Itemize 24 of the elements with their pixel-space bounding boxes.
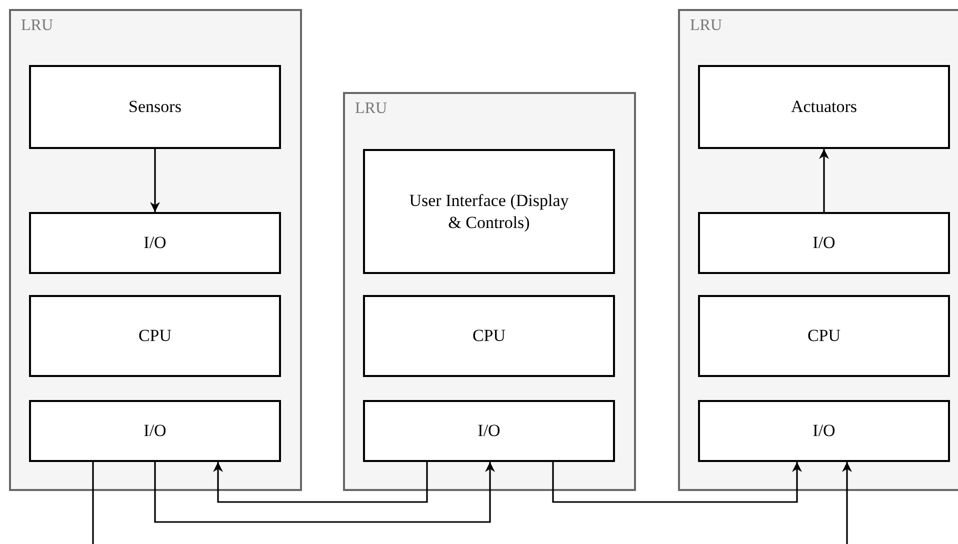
- lru-container: [678, 9, 958, 491]
- arrow: [150, 149, 160, 212]
- lru-container: [343, 92, 636, 491]
- component-box: I/O: [29, 212, 281, 274]
- component-box: User Interface (Display & Controls): [363, 149, 615, 274]
- arrow: [552, 462, 802, 503]
- connector-line: [92, 462, 94, 544]
- component-box: Sensors: [29, 65, 281, 149]
- component-box: I/O: [29, 400, 281, 462]
- component-box: CPU: [698, 295, 950, 377]
- container-label: LRU: [355, 100, 387, 118]
- container-label: LRU: [21, 17, 53, 35]
- component-box: I/O: [363, 400, 615, 462]
- arrow: [819, 149, 829, 212]
- arrow: [213, 462, 428, 503]
- component-box: CPU: [29, 295, 281, 377]
- arrow: [154, 462, 495, 523]
- arrow: [842, 462, 852, 544]
- component-box: CPU: [363, 295, 615, 377]
- component-box: I/O: [698, 212, 950, 274]
- container-label: LRU: [690, 17, 722, 35]
- component-box: I/O: [698, 400, 950, 462]
- component-box: Actuators: [698, 65, 950, 149]
- lru-container: [9, 9, 302, 491]
